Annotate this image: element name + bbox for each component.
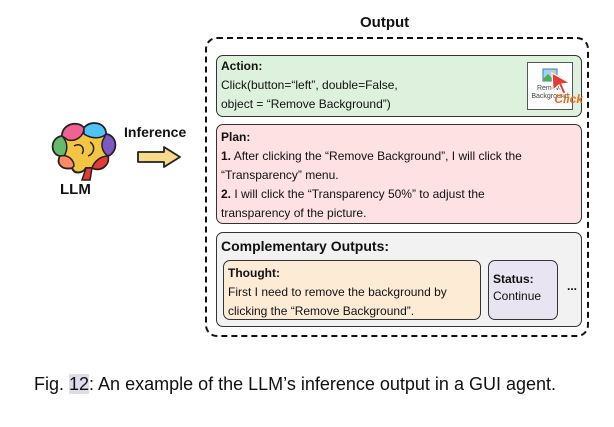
status-panel: Status: Continue (488, 260, 558, 320)
plan-step-2-continued: transparency of the picture. (221, 206, 367, 220)
plan-step-2: 2. I will click the “Transparency 50%” t… (221, 185, 577, 204)
status-title: Status: (493, 272, 534, 286)
arrow-right-icon (136, 145, 184, 169)
cursor-icon (551, 71, 572, 95)
thought-title: Thought: (228, 266, 280, 280)
inference-label: Inference (124, 124, 187, 140)
thought-panel: Thought: First I need to remove the back… (223, 260, 481, 320)
plan-step-1-text: After clicking the “Remove Background”, … (231, 149, 522, 163)
action-line-2: object = “Remove Background”) (221, 97, 391, 111)
output-title: Output (360, 14, 410, 31)
plan-step-2-text: I will click the “Transparency 50%” to a… (231, 187, 485, 201)
click-label: Click (554, 92, 583, 106)
caption-text: : An example of the LLM’s inference outp… (89, 374, 557, 394)
action-line-1: Click(button=“left”, double=False, (221, 78, 398, 92)
output-box (205, 37, 589, 337)
plan-step-1-number: 1. (221, 149, 232, 163)
plan-step-1-continued: “Transparency” menu. (221, 168, 339, 182)
plan-step-1: 1. After clicking the “Remove Background… (221, 147, 577, 166)
complementary-outputs-panel: Complementary Outputs: Thought: First I … (216, 232, 582, 327)
caption-prefix: Fig. (34, 374, 70, 394)
complementary-title: Complementary Outputs: (221, 238, 390, 254)
plan-panel: Plan: 1. After clicking the “Remove Back… (216, 124, 582, 224)
plan-title: Plan: (221, 130, 251, 144)
plan-step-2-number: 2. (221, 187, 232, 201)
figure-caption: Fig. 12: An example of the LLM’s inferen… (34, 372, 604, 397)
caption-figure-number: 12 (69, 374, 90, 394)
more-ellipsis: ... (567, 279, 578, 293)
llm-label: LLM (60, 181, 91, 198)
thought-line-2: clicking the “Remove Background”. (228, 304, 415, 318)
status-value: Continue (493, 289, 542, 303)
thought-line-1: First I need to remove the background by (228, 285, 447, 299)
remove-background-thumbnail: Remove Background (527, 62, 573, 110)
brain-icon (46, 118, 120, 184)
action-title: Action: (221, 59, 263, 73)
thumbnail-label: Remove Background (531, 85, 569, 100)
action-panel: Action: Click(button=“left”, double=Fals… (216, 55, 583, 117)
